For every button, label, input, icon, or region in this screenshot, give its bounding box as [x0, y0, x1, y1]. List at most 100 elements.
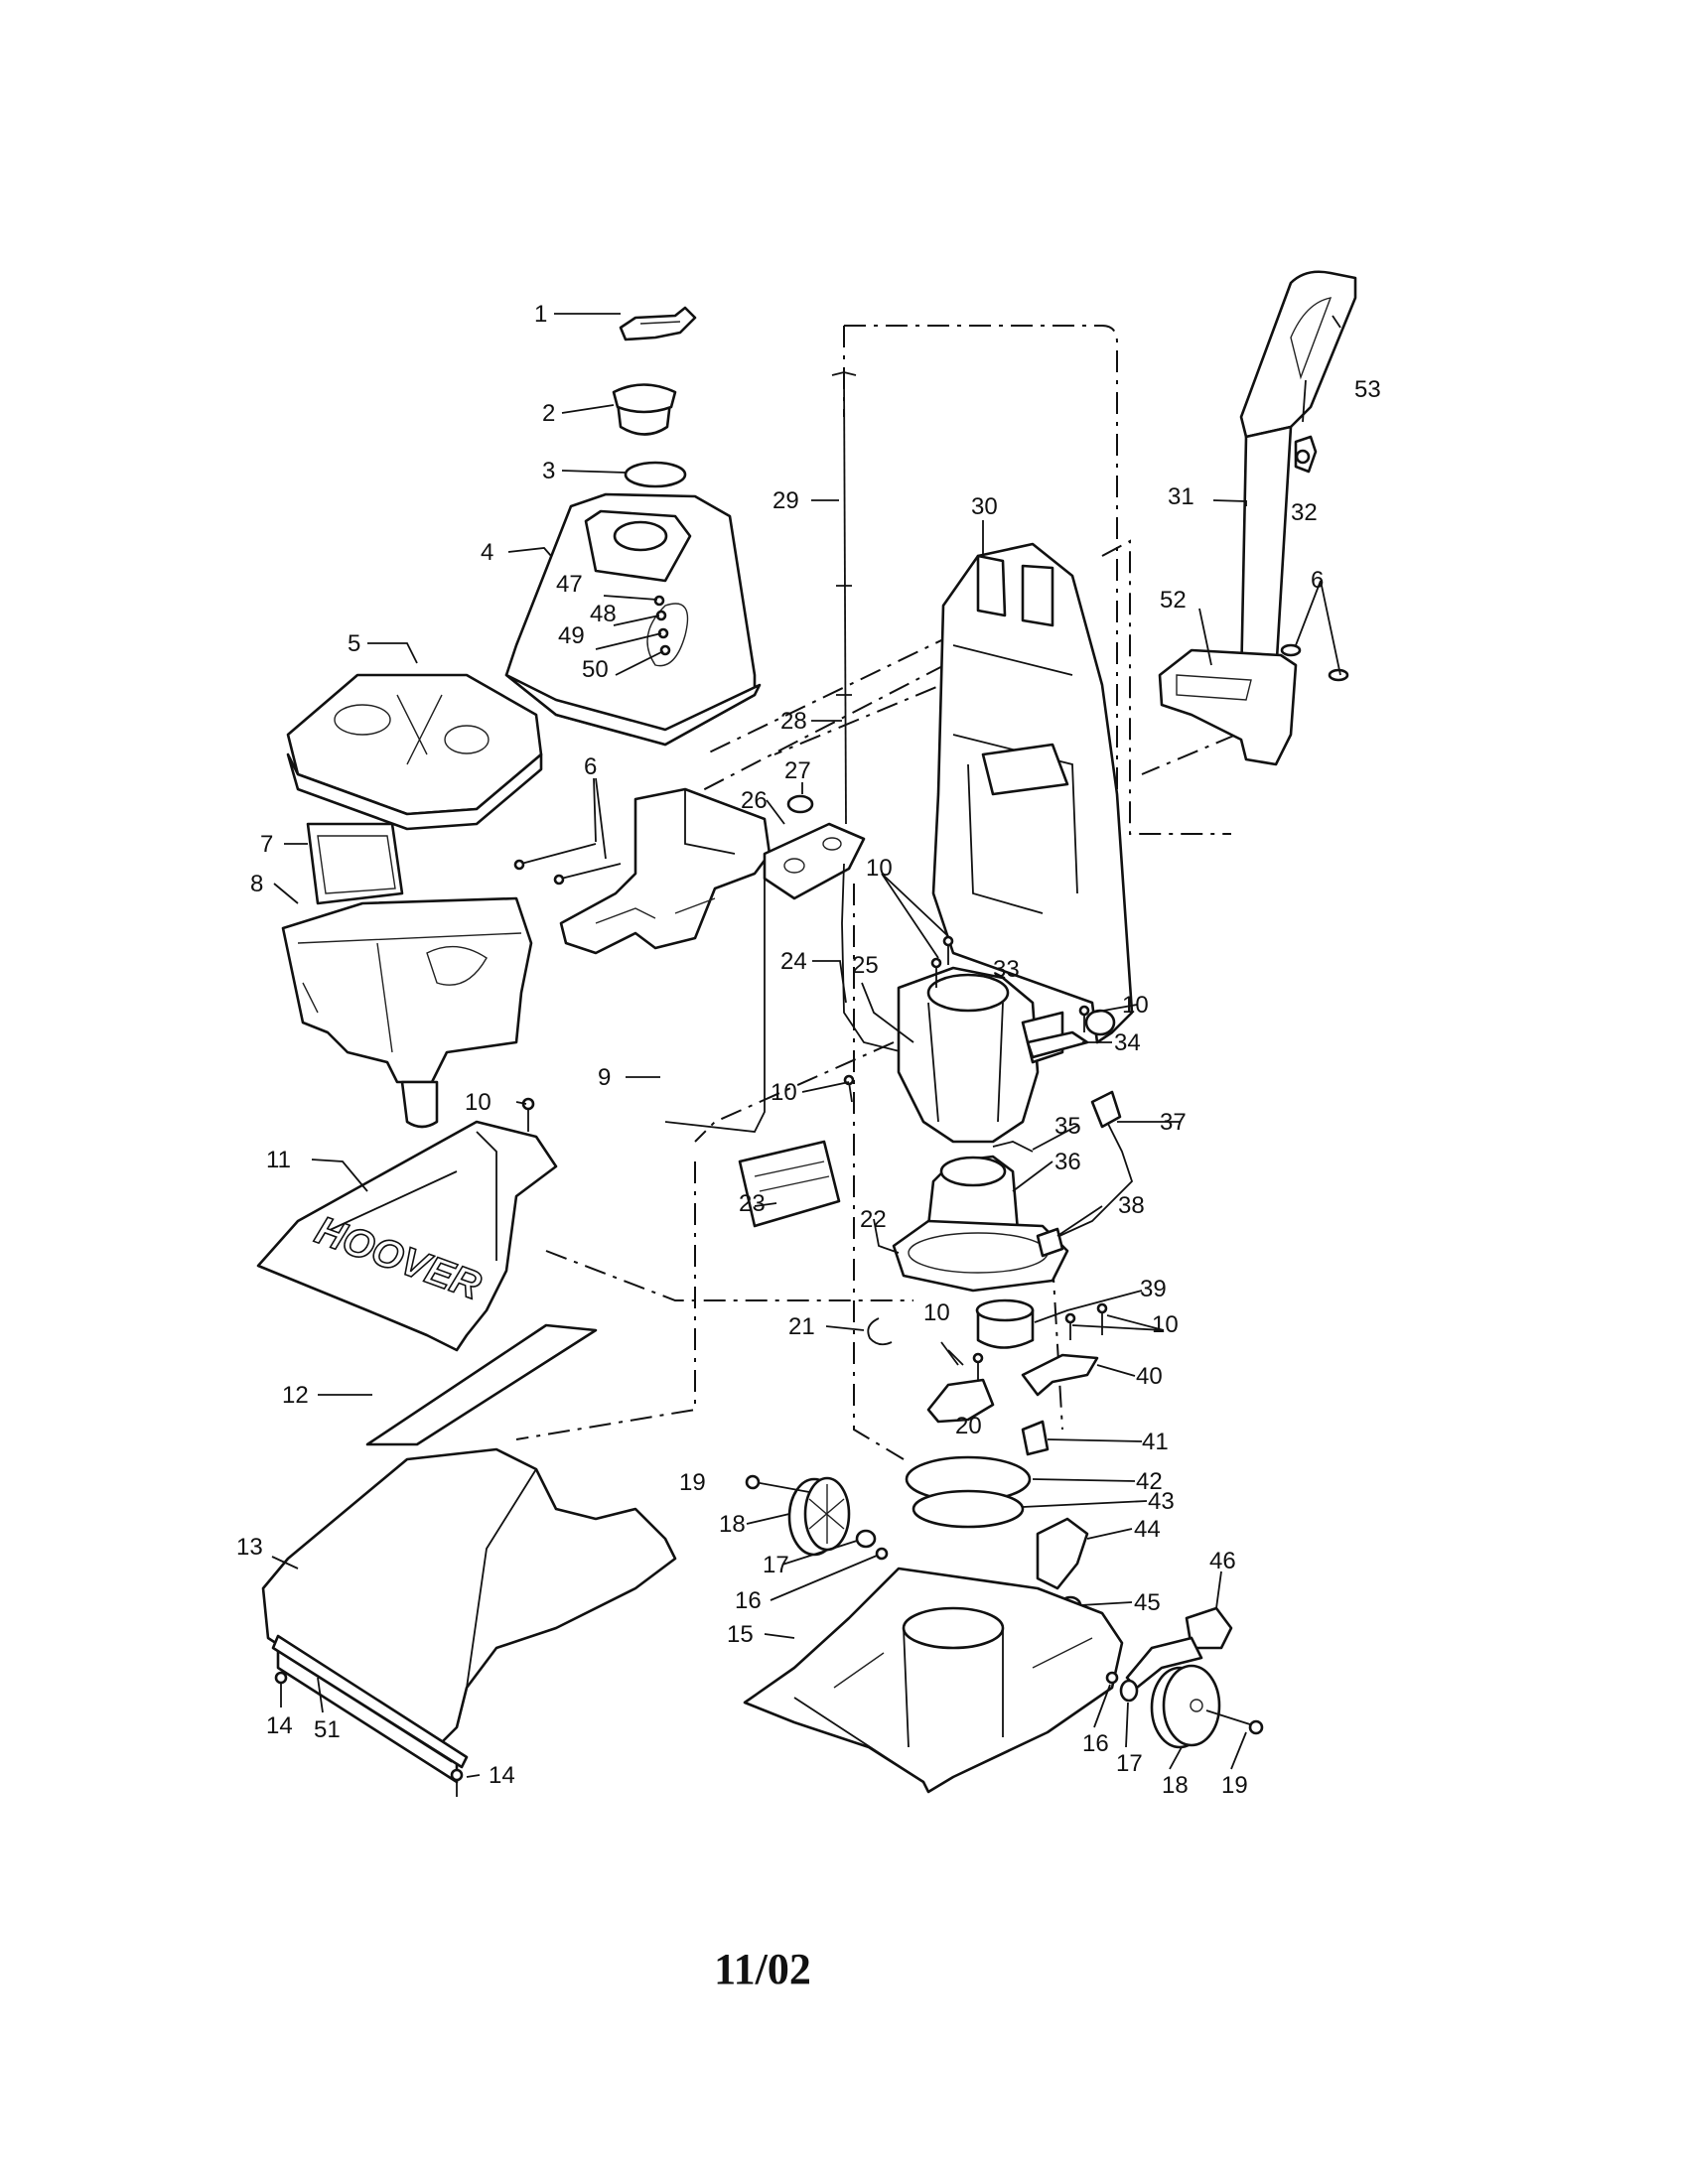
part-10-screws-mid — [843, 935, 1108, 1385]
label-16-left: 16 — [735, 1587, 762, 1614]
label-19-left: 19 — [679, 1469, 706, 1496]
part-22-motor-base — [892, 1219, 1069, 1293]
part-17-washer-left — [855, 1529, 877, 1549]
part-15-base-housing — [743, 1567, 1124, 1794]
assembly-guide-lines — [515, 325, 1237, 1460]
part-18-wheel-left — [787, 1476, 851, 1557]
part-9-support-bracket — [559, 787, 772, 1133]
date-code: 11/02 — [714, 1945, 811, 1993]
label-5: 5 — [348, 630, 360, 657]
part-18-wheel-right — [1150, 1664, 1221, 1749]
label-41: 41 — [1142, 1429, 1169, 1455]
label-28: 28 — [780, 708, 807, 735]
part-19-axle-left — [745, 1474, 810, 1493]
label-20: 20 — [955, 1413, 982, 1439]
label-32: 32 — [1291, 499, 1318, 526]
label-34: 34 — [1114, 1029, 1141, 1056]
callout-labels: 1 2 3 4 5 6 6 7 8 9 10 10 10 10 10 10 11… — [236, 301, 1381, 1799]
label-52: 52 — [1160, 587, 1187, 614]
label-44: 44 — [1134, 1516, 1161, 1543]
label-17-right: 17 — [1116, 1750, 1143, 1777]
label-38: 38 — [1118, 1192, 1145, 1219]
part-16-clip-left — [875, 1547, 889, 1561]
label-45: 45 — [1134, 1589, 1161, 1616]
label-21: 21 — [788, 1313, 815, 1340]
label-35: 35 — [1054, 1113, 1081, 1140]
part-26-plate — [763, 822, 866, 900]
part-4-tank-cover — [504, 492, 762, 747]
label-6-right: 6 — [1311, 567, 1324, 594]
part-3-seal-ring — [624, 461, 687, 488]
part-21-clip — [867, 1317, 893, 1346]
label-47: 47 — [556, 571, 583, 598]
label-10-lower: 10 — [923, 1299, 950, 1326]
label-14-right: 14 — [489, 1762, 515, 1789]
part-14-screws — [274, 1671, 464, 1797]
label-43: 43 — [1148, 1488, 1175, 1515]
part-52-handle-base — [1158, 648, 1298, 766]
label-50: 50 — [582, 656, 609, 683]
label-49: 49 — [558, 622, 585, 649]
part-20-bracket — [926, 1378, 995, 1424]
part-53-handle-grip — [1239, 270, 1357, 439]
label-27: 27 — [784, 757, 811, 784]
part-39-collar — [975, 1298, 1035, 1349]
callout-leader-lines — [271, 313, 1341, 1778]
label-11: 11 — [266, 1147, 291, 1173]
label-9: 9 — [598, 1064, 611, 1091]
label-51: 51 — [314, 1716, 341, 1743]
part-6-screws-left — [513, 843, 622, 886]
part-46-release-pedal — [1125, 1606, 1233, 1690]
part-44-pedal — [1036, 1517, 1089, 1590]
label-25: 25 — [852, 952, 879, 979]
label-37: 37 — [1160, 1109, 1187, 1136]
label-46: 46 — [1209, 1548, 1236, 1574]
label-48: 48 — [590, 601, 617, 627]
label-10-lower-right: 10 — [1152, 1311, 1179, 1338]
part-41-switch — [1021, 1420, 1050, 1456]
label-18-right: 18 — [1162, 1772, 1189, 1799]
label-23: 23 — [739, 1190, 766, 1217]
label-3: 3 — [542, 458, 555, 484]
label-53: 53 — [1354, 376, 1381, 403]
label-16-right: 16 — [1082, 1730, 1109, 1757]
label-33: 33 — [993, 956, 1020, 983]
part-27-grommet — [786, 794, 814, 814]
part-11-nozzle-hood: HOOVER — [256, 1120, 558, 1352]
part-1-clip — [619, 306, 697, 341]
label-17-left: 17 — [763, 1552, 789, 1578]
label-1: 1 — [534, 301, 547, 328]
part-6-screws-right — [1280, 643, 1349, 682]
label-10-right: 10 — [1122, 992, 1149, 1019]
label-2: 2 — [542, 400, 555, 427]
part-5-tank-lid — [286, 673, 543, 831]
label-4: 4 — [481, 539, 493, 566]
label-40: 40 — [1136, 1363, 1163, 1390]
part-37-power-cord — [1037, 1090, 1134, 1247]
label-39: 39 — [1140, 1276, 1167, 1302]
part-38-clip — [1036, 1227, 1064, 1258]
part-7-filter — [306, 822, 404, 905]
part-33-pump-housing — [897, 966, 1064, 1144]
part-35-wire — [992, 1141, 1034, 1153]
part-2-cap — [612, 383, 677, 436]
part-43-ring — [912, 1489, 1025, 1529]
label-13: 13 — [236, 1534, 263, 1561]
label-29: 29 — [772, 487, 799, 514]
part-32-latch — [1294, 435, 1318, 474]
part-29-rod — [831, 371, 857, 825]
label-6-left: 6 — [584, 753, 597, 780]
label-7: 7 — [260, 831, 273, 858]
label-10-mid: 10 — [771, 1079, 797, 1106]
label-8: 8 — [250, 871, 263, 897]
label-14-left: 14 — [266, 1712, 293, 1739]
label-24: 24 — [780, 948, 807, 975]
part-16-clip-right — [1105, 1671, 1119, 1685]
part-51-brush-strip — [271, 1634, 469, 1769]
label-22: 22 — [860, 1206, 887, 1233]
label-31: 31 — [1168, 483, 1194, 510]
parts-47-50-tank-fittings — [653, 595, 671, 656]
label-19-right: 19 — [1221, 1772, 1248, 1799]
label-15: 15 — [727, 1621, 754, 1648]
